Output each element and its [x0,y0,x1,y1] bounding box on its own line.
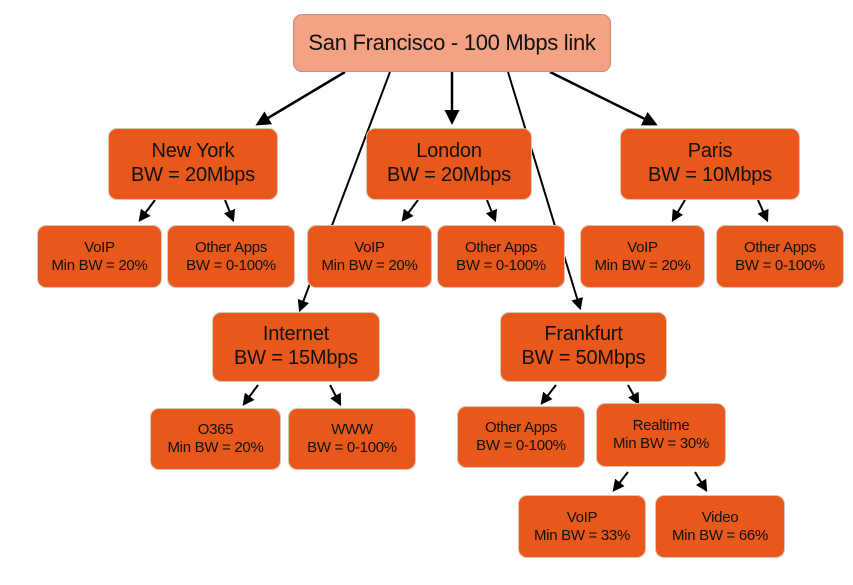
node-new-york: New York BW = 20Mbps [108,128,278,200]
node-detail: BW = 0-100% [307,439,397,456]
node-frankfurt-realtime: Realtime Min BW = 30% [596,403,726,467]
node-london-other-apps: Other Apps BW = 0-100% [437,225,565,288]
node-title: Other Apps [194,238,268,256]
node-detail: Min BW = 20% [167,439,264,456]
arrow-paris-to-other [757,199,769,223]
node-title: Other Apps [743,238,817,256]
node-london: London BW = 20Mbps [366,128,532,200]
node-detail: Min BW = 33% [533,526,631,544]
arrow-london-to-other [485,199,498,223]
node-frankfurt-other-apps: Other Apps BW = 0-100% [457,406,585,468]
node-bandwidth: BW = 20Mbps [131,164,255,186]
arrow-frankfurt-to-other [540,384,557,405]
node-title: WWW [331,421,373,439]
arrow-root-to-frankfurt [507,71,583,311]
node-title: VoIP [84,238,115,256]
arrow-realtime-to-voip [612,471,629,492]
arrow-ny-to-other [223,199,236,223]
node-detail: BW = 0-100% [186,256,276,274]
arrow-london-to-voip [401,199,419,222]
node-title: New York [151,140,235,163]
node-new-york-other-apps: Other Apps BW = 0-100% [167,225,295,288]
node-detail: Min BW = 66% [671,526,769,544]
arrow-paris-to-voip [671,199,686,223]
node-frankfurt: Frankfurt BW = 50Mbps [500,312,667,382]
node-title: O365 [197,421,234,439]
node-title: Video [701,508,739,526]
node-detail: BW = 0-100% [456,256,546,274]
node-detail: Min BW = 20% [51,256,148,274]
node-detail: BW = 0-100% [735,256,825,274]
node-paris-voip: VoIP Min BW = 20% [580,225,705,288]
root-title: San Francisco - 100 Mbps link [308,30,596,56]
node-detail: Min BW = 30% [612,435,710,452]
node-title: Other Apps [464,238,538,256]
node-internet-o365: O365 Min BW = 20% [150,408,281,470]
arrow-internet-to-www [329,384,342,407]
node-bandwidth: BW = 10Mbps [648,164,772,186]
node-title: VoIP [566,508,598,526]
arrow-root-to-new-york [255,70,346,126]
node-new-york-voip: VoIP Min BW = 20% [37,225,162,288]
node-internet-www: WWW BW = 0-100% [288,408,416,470]
node-title: VoIP [627,238,658,256]
root-node-san-francisco: San Francisco - 100 Mbps link [293,14,611,72]
node-realtime-voip: VoIP Min BW = 33% [518,495,646,558]
node-paris-other-apps: Other Apps BW = 0-100% [716,225,844,288]
arrow-realtime-to-video [694,471,708,493]
node-title: Internet [262,323,330,346]
node-realtime-video: Video Min BW = 66% [655,495,785,558]
node-title: London [416,140,482,163]
node-bandwidth: BW = 20Mbps [387,164,511,186]
arrow-root-to-paris [549,70,658,126]
node-title: Paris [687,140,733,163]
node-title: Realtime [632,417,690,435]
node-bandwidth: BW = 50Mbps [521,347,646,369]
node-paris: Paris BW = 10Mbps [620,128,800,200]
node-title: Other Apps [484,419,558,437]
node-detail: Min BW = 20% [594,256,691,274]
node-bandwidth: BW = 15Mbps [234,347,358,369]
arrow-ny-to-voip [138,199,156,222]
node-title: VoIP [354,238,385,256]
node-detail: Min BW = 20% [321,256,418,274]
node-title: Frankfurt [544,323,623,346]
node-internet: Internet BW = 15Mbps [212,312,380,382]
node-detail: BW = 0-100% [476,437,566,454]
arrow-internet-to-o365 [242,384,259,406]
node-london-voip: VoIP Min BW = 20% [307,225,432,288]
arrow-frankfurt-to-realtime [627,384,640,406]
